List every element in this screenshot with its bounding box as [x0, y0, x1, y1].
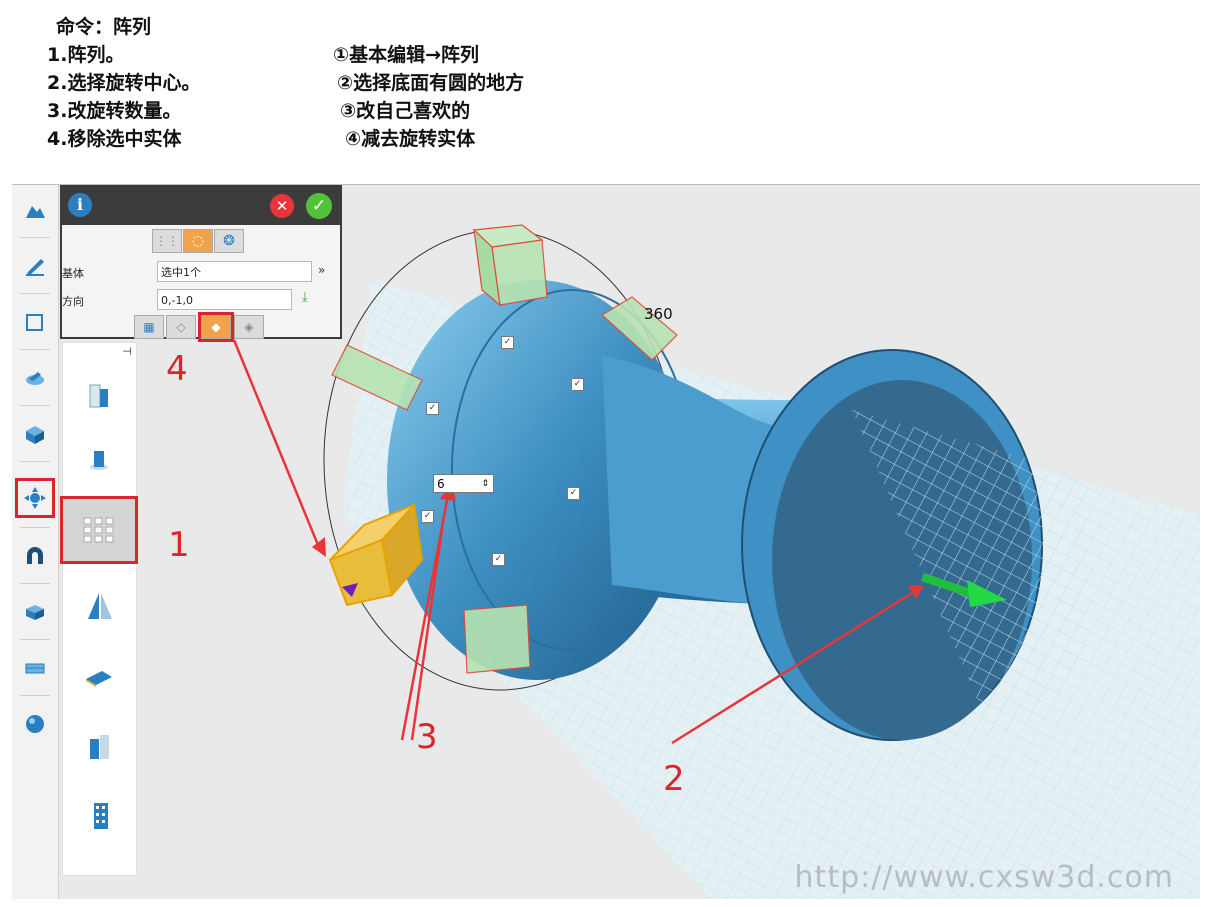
toolbar-magnet-button[interactable] [18, 539, 52, 573]
scale-tool[interactable] [69, 719, 129, 773]
lattice-tool[interactable] [69, 789, 129, 843]
instruction-notes: 命令：阵列 1.阵列。 2.选择旋转中心。 3.改旋转数量。 4.移除选中实体 … [0, 0, 1209, 184]
tip-3: ③改自己喜欢的 [340, 100, 471, 122]
instance-checkbox[interactable]: ✓ [421, 510, 434, 523]
tip-2: ②选择底面有圆的地方 [337, 72, 525, 94]
step-3: 3.改旋转数量。 [47, 100, 182, 122]
tab-linear-array[interactable]: ⋮⋮ [152, 229, 182, 253]
align-tool[interactable] [69, 649, 129, 703]
mirror-tool[interactable] [69, 579, 129, 633]
sphere-icon [26, 715, 44, 733]
scale-tool-icon [90, 735, 109, 759]
toolbar-basic-edit-button[interactable] [15, 478, 55, 518]
tab-subtract[interactable]: ◆ [198, 312, 234, 342]
instance-checkbox[interactable]: ✓ [426, 402, 439, 415]
face-grid [852, 410, 1087, 745]
tip-4: ④减去旋转实体 [345, 128, 476, 150]
array-instance-upper-right[interactable] [600, 296, 678, 361]
toolbar-primitives-button[interactable] [18, 195, 52, 229]
direction-field[interactable]: 0,-1,0 [157, 289, 292, 310]
expand-chevron-icon[interactable]: » [318, 263, 326, 277]
subtract-solid-icon: ◆ [211, 320, 221, 334]
circular-array-icon: ◌ [191, 233, 205, 249]
pick-direction-icon[interactable]: ⤓ [302, 290, 308, 305]
feature-icon [26, 372, 44, 385]
left-toolbar [12, 185, 59, 899]
array-tool[interactable] [60, 496, 138, 564]
count-spinner[interactable]: 6 ⇕ [433, 474, 494, 493]
tab-intersect[interactable]: ◈ [234, 315, 264, 339]
cad-application: ✓ ✓ ✓ ✓ ✓ ✓ 6 ⇕ 360 [12, 184, 1200, 899]
move-tool-icon [89, 384, 108, 408]
linear-array-icon: ⋮⋮ [155, 234, 179, 248]
toolbar-3d-sketch-button[interactable] [18, 305, 52, 339]
instance-checkbox[interactable]: ✓ [571, 378, 584, 391]
measure-icon [25, 663, 45, 674]
cube-icon [26, 426, 44, 444]
base-label: 基体 [62, 267, 84, 280]
notes-title: 命令：阵列 [56, 16, 152, 38]
toolbar-feature-button[interactable] [18, 361, 52, 395]
pivot-marker [342, 583, 358, 597]
base-value: 选中1个 [161, 266, 201, 279]
sketch-icon [26, 259, 44, 276]
selected-solid[interactable] [328, 502, 424, 607]
callout-3: 3 [416, 717, 438, 757]
toolbar-render-button[interactable] [18, 707, 52, 741]
tab-add[interactable]: ▦ [134, 315, 164, 339]
pin-icon[interactable]: ⊣ [122, 345, 132, 358]
intersect-solid-icon: ◈ [244, 320, 254, 334]
panel-header: i ✕ ✓ [62, 187, 340, 225]
callout-1: 1 [168, 525, 190, 565]
direction-label: 方向 [62, 295, 84, 308]
move-icon [24, 487, 46, 509]
lattice-tool-icon [94, 803, 108, 829]
toolbar-special-button[interactable] [18, 417, 52, 451]
spinner-arrows-icon[interactable]: ⇕ [481, 479, 489, 489]
combine-icon [26, 605, 44, 620]
toolbar-sketch-button[interactable] [18, 249, 52, 283]
basic-edit-submenu: ⊣ [60, 342, 138, 876]
step-2: 2.选择旋转中心。 [47, 72, 201, 94]
confirm-button[interactable]: ✓ [306, 193, 332, 219]
array-instance-left[interactable] [331, 344, 423, 411]
info-icon[interactable]: i [68, 193, 92, 217]
3d-sketch-icon [26, 314, 43, 331]
callout-2: 2 [663, 759, 685, 799]
tab-curve-array[interactable]: ❂ [214, 229, 244, 253]
array-instance-bottom[interactable] [463, 604, 531, 674]
step-1: 1.阵列。 [47, 44, 125, 66]
copy-tool[interactable] [69, 431, 129, 485]
cancel-button[interactable]: ✕ [270, 194, 294, 218]
tip-1: ①基本编辑→阵列 [333, 44, 480, 66]
toolbar-combine-button[interactable] [18, 595, 52, 629]
instance-checkbox[interactable]: ✓ [567, 487, 580, 500]
tab-circular-array[interactable]: ◌ [183, 229, 213, 253]
callout-4: 4 [166, 349, 188, 389]
angle-value: 360 [644, 305, 673, 323]
tab-combine[interactable]: ◇ [166, 315, 196, 339]
direction-arrow[interactable] [921, 573, 1007, 607]
curve-array-icon: ❂ [223, 233, 235, 249]
combine-solid-icon: ◇ [176, 320, 186, 334]
array-tool-icon [83, 517, 114, 543]
instance-checkbox[interactable]: ✓ [492, 553, 505, 566]
add-solid-icon: ▦ [143, 320, 155, 334]
instance-checkbox[interactable]: ✓ [501, 336, 514, 349]
copy-tool-icon [90, 451, 108, 470]
step-4: 4.移除选中实体 [47, 128, 182, 150]
count-value: 6 [437, 477, 445, 491]
mirror-tool-icon [88, 593, 112, 619]
magnet-icon [27, 547, 43, 564]
direction-value: 0,-1,0 [161, 294, 193, 307]
array-instance-top[interactable] [472, 224, 548, 307]
base-field[interactable]: 选中1个 [157, 261, 312, 282]
toolbar-measure-button[interactable] [18, 651, 52, 685]
align-tool-icon [86, 671, 112, 687]
array-panel: i ✕ ✓ ⋮⋮ ◌ ❂ 基体 选中1个 » 方向 0,-1,0 ⤓ ▦ ◇ ◆… [60, 185, 342, 342]
watermark: http://www.cxsw3d.com [794, 860, 1174, 895]
move-tool[interactable] [69, 367, 129, 421]
primitives-icon [26, 206, 45, 218]
